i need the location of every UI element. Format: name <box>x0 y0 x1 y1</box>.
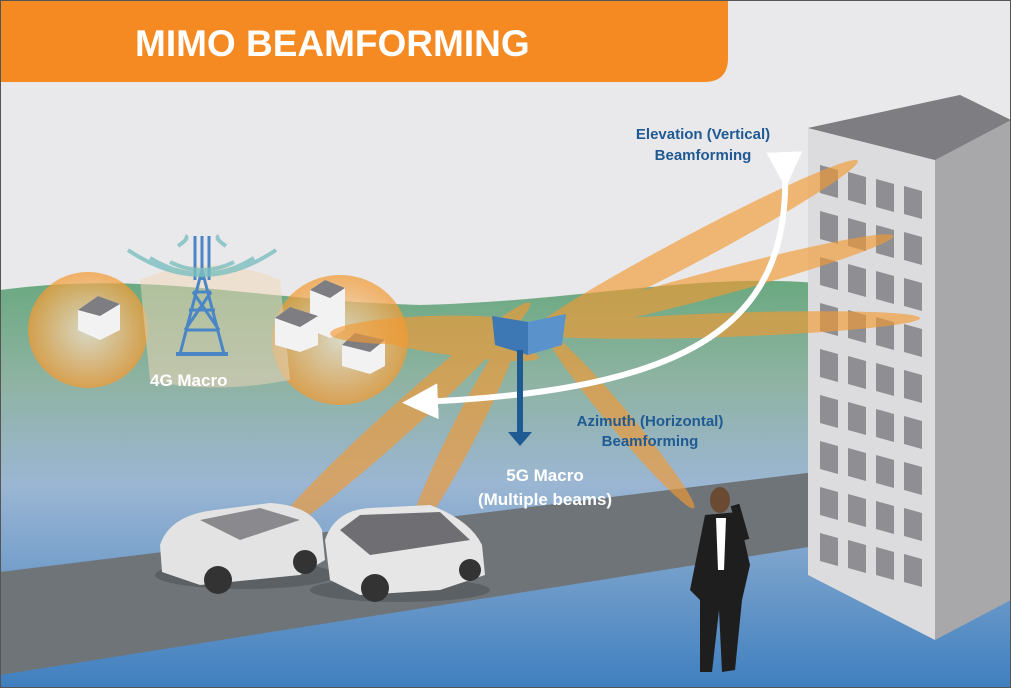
5g-macro-label-line1: 5G Macro <box>506 466 583 485</box>
window <box>848 356 866 389</box>
person-on-phone-icon <box>690 487 750 672</box>
window <box>820 395 838 428</box>
window <box>820 349 838 382</box>
house-icon <box>78 296 120 340</box>
window <box>820 533 838 566</box>
window <box>904 232 922 265</box>
house-icon <box>275 307 318 352</box>
5g-macro-label-line2: (Multiple beams) <box>478 490 612 509</box>
title-banner <box>0 0 728 82</box>
azimuth-label-line1: Azimuth (Horizontal) <box>577 413 724 430</box>
window <box>904 186 922 219</box>
elevation-label-line2: Beamforming <box>655 147 752 164</box>
window <box>876 271 894 304</box>
window <box>848 172 866 205</box>
window <box>848 402 866 435</box>
4g-coverage <box>28 265 408 405</box>
window <box>904 508 922 541</box>
azimuth-label-line2: Beamforming <box>602 433 699 450</box>
beam-direction-arrow <box>402 151 803 420</box>
window <box>820 441 838 474</box>
road <box>0 448 1011 675</box>
window <box>904 416 922 449</box>
window <box>904 554 922 587</box>
window <box>904 324 922 357</box>
elevation-label-line1: Elevation (Vertical) <box>636 126 770 143</box>
window <box>848 540 866 573</box>
window <box>876 501 894 534</box>
4g-macro-label: 4G Macro <box>150 371 227 390</box>
window <box>876 409 894 442</box>
window <box>848 448 866 481</box>
window <box>904 370 922 403</box>
5g-antenna-icon <box>492 314 566 446</box>
4g-tower-icon <box>126 234 278 356</box>
window <box>876 455 894 488</box>
car-icon <box>155 503 335 594</box>
window <box>848 494 866 527</box>
title: MIMO BEAMFORMING <box>135 23 530 64</box>
car-icon <box>310 505 490 602</box>
window <box>820 487 838 520</box>
window <box>904 462 922 495</box>
house-icon <box>310 280 345 338</box>
window <box>876 547 894 580</box>
window <box>820 257 838 290</box>
window <box>876 179 894 212</box>
window <box>904 278 922 311</box>
window <box>820 211 838 244</box>
window <box>848 264 866 297</box>
window <box>876 363 894 396</box>
